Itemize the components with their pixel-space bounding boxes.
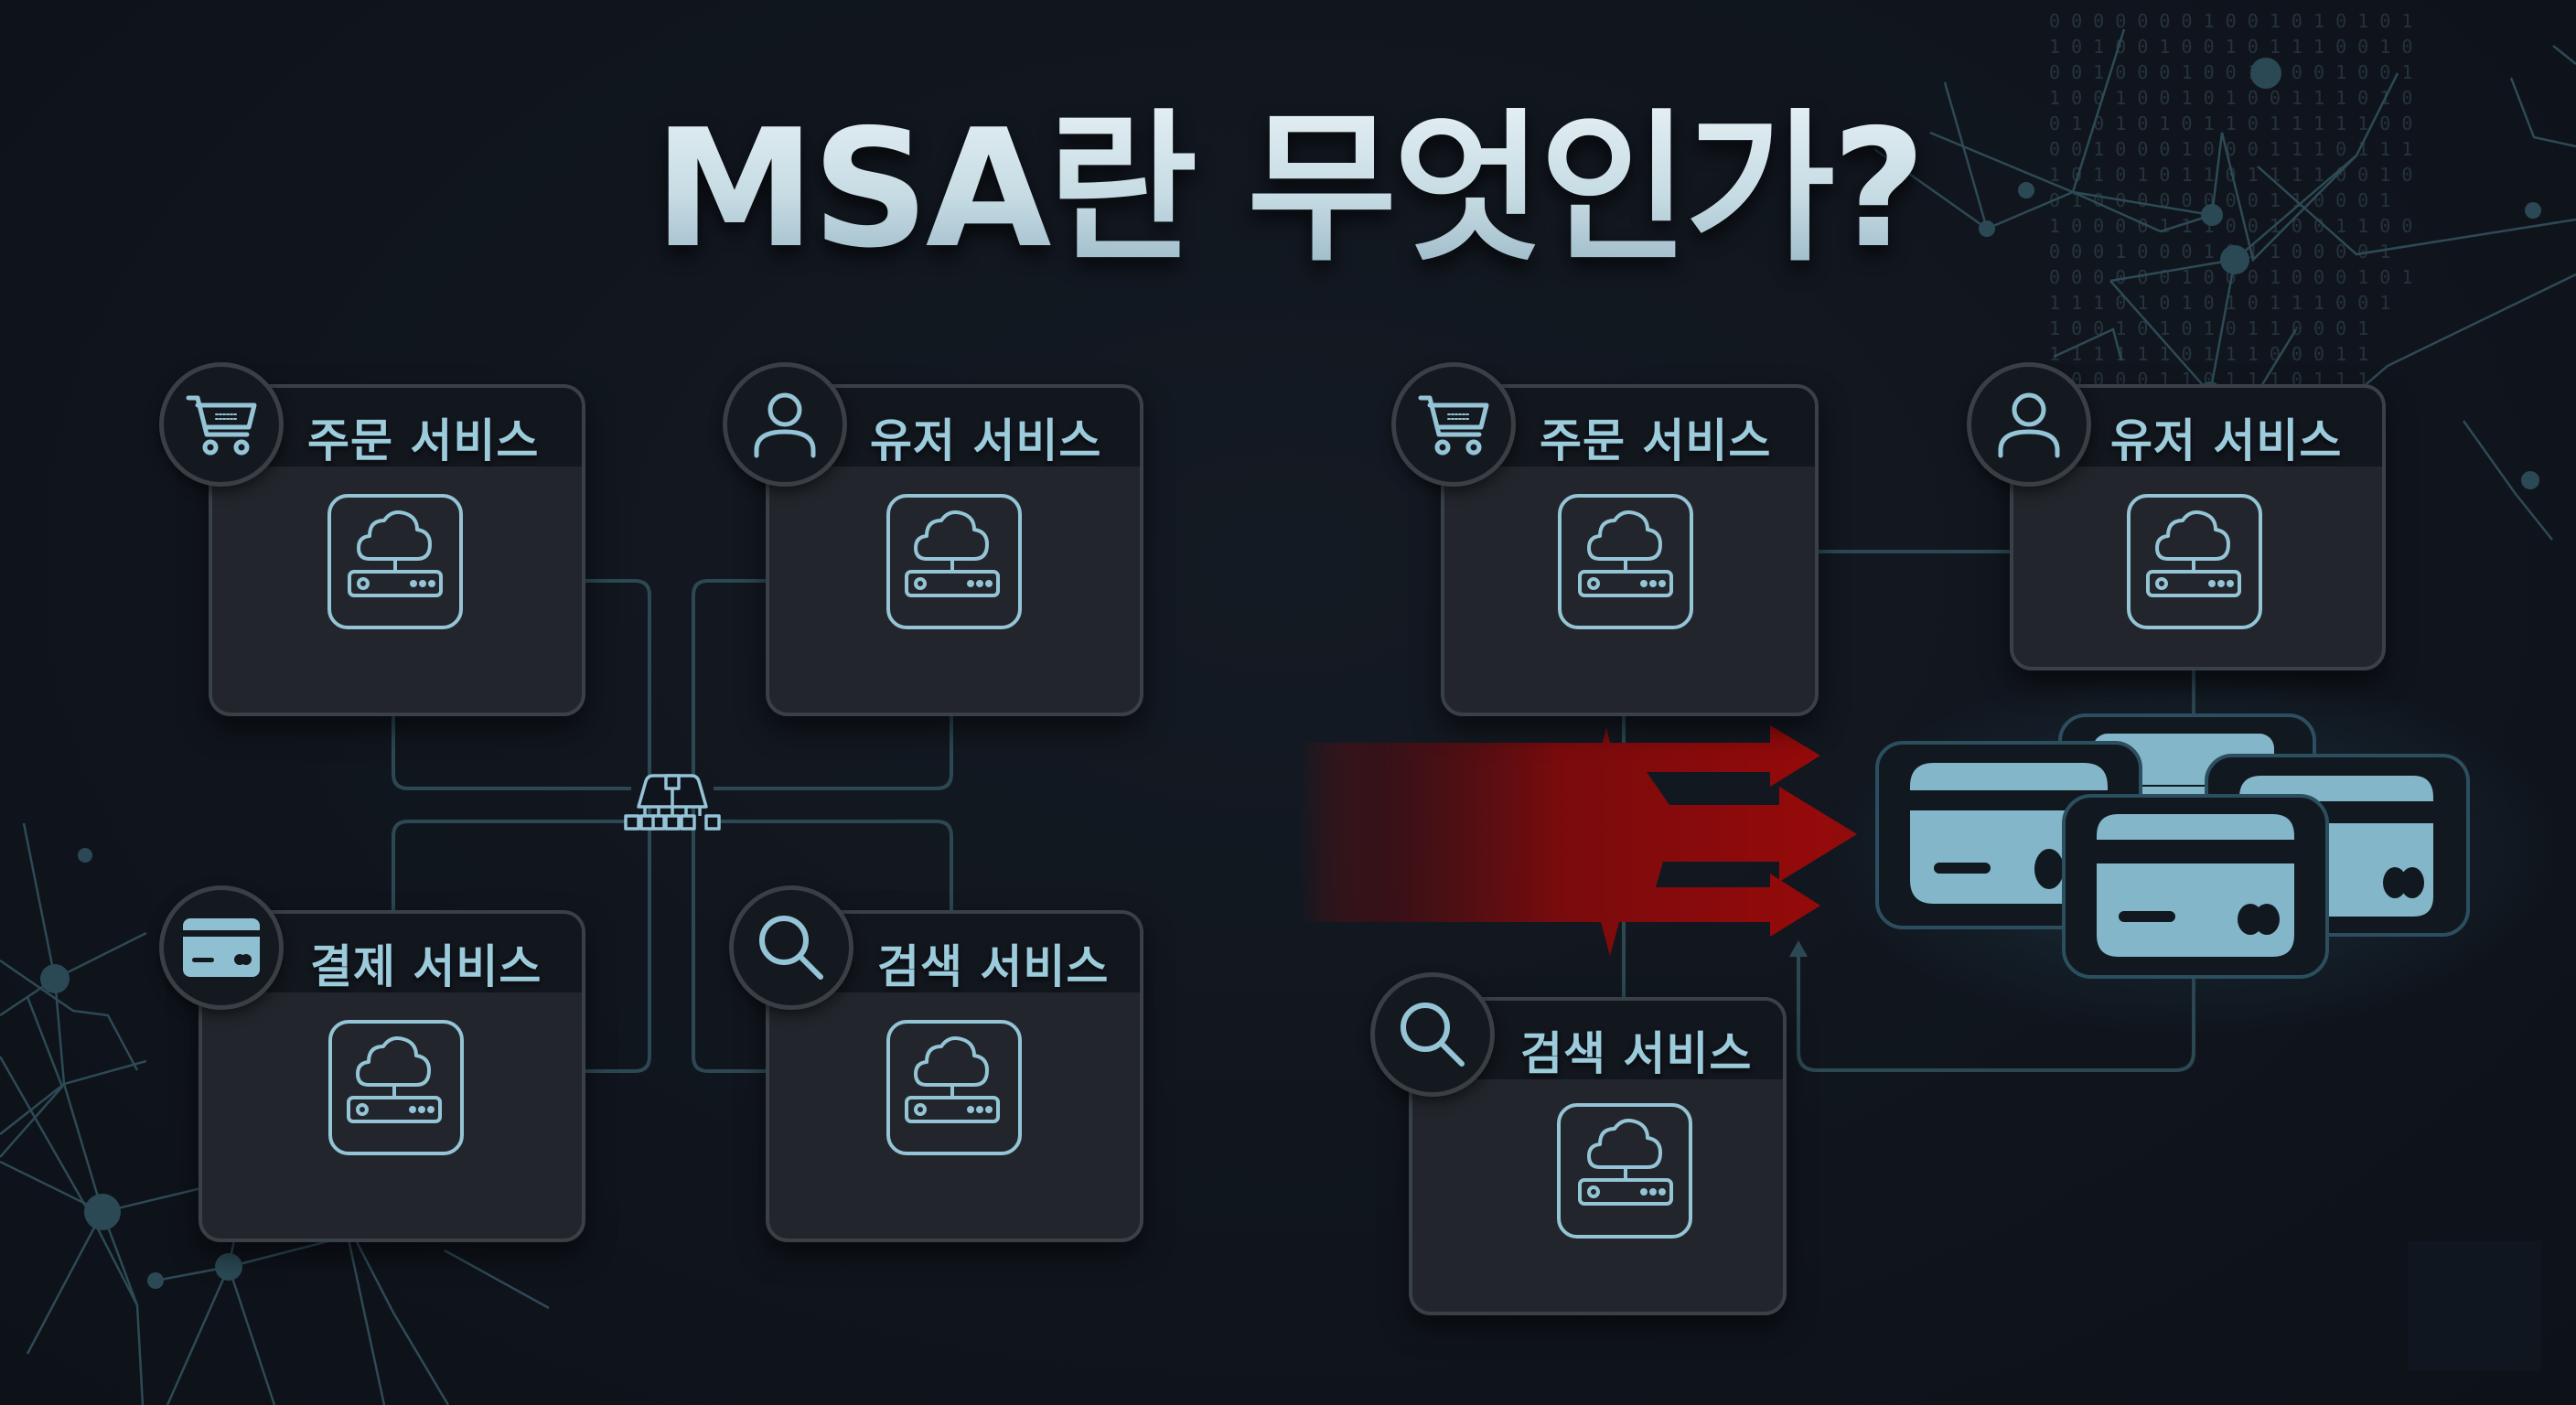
shopping-cart-icon (1418, 395, 1489, 456)
order-icon-badge-right (1391, 362, 1516, 487)
svg-text:1 0 1 0 0 1 0 0 1 0 1 1: 1 0 1 0 0 1 0 0 1 0 1 1 1 0 0 1 0 (2049, 36, 2412, 58)
service-label: 유저 서비스 (2110, 414, 2343, 467)
shopping-cart-icon (186, 395, 257, 456)
svg-text:0 0 1 0 0 0 1 0 0 0 1 1: 0 0 1 0 0 0 1 0 0 0 1 1 1 0 1 1 1 (2049, 138, 2412, 160)
scaled-payment-instances (1830, 668, 2561, 1034)
search-icon-badge-left (729, 885, 853, 1010)
service-label: 주문 서비스 (307, 414, 540, 467)
user-icon (754, 392, 816, 458)
service-label: 주문 서비스 (1540, 414, 1772, 467)
service-label: 유저 서비스 (870, 414, 1102, 467)
search-icon (759, 916, 823, 980)
service-label: 결제 서비스 (310, 940, 542, 993)
cloud-server-icon (886, 494, 1022, 629)
payment-icon-badge (159, 885, 284, 1010)
svg-text:0 0 0 1 0 0 0 1 0 1 1: 0 0 0 1 0 0 0 1 0 1 1 0 0 0 0 1 (2049, 241, 2390, 263)
order-icon-badge (159, 362, 284, 487)
cloud-server-icon (1557, 1103, 1692, 1239)
svg-text:1 0 0 0 0 1 1 1 0 0 1 0: 1 0 0 0 0 1 1 1 0 0 1 0 0 1 1 0 0 (2049, 215, 2412, 237)
svg-text:1 1 1 0 1 0 1 0 1 0 1 1: 1 1 1 0 1 0 1 0 1 0 1 1 1 0 0 1 (2049, 292, 2390, 314)
user-icon-badge (723, 362, 847, 487)
cloud-server-icon (1558, 494, 1693, 629)
search-icon-badge-right (1370, 972, 1495, 1097)
cloud-server-icon (328, 1020, 464, 1155)
svg-text:1 0 0 1 0 0 1 0 1 0 0 1: 1 0 0 1 0 0 1 0 1 0 0 1 1 1 0 1 0 (2049, 87, 2412, 109)
search-icon (1401, 1003, 1465, 1067)
cloud-server-icon (327, 494, 463, 629)
service-label: 검색 서비스 (1520, 1027, 1753, 1080)
cloud-server-icon (886, 1020, 1022, 1155)
service-label: 검색 서비스 (877, 940, 1110, 993)
user-icon-badge-right (1967, 362, 2091, 487)
svg-text:0 0 0 0 0 0 0 1 0 0 1 0: 0 0 0 0 0 0 0 1 0 0 1 0 1 0 1 0 1 (2049, 10, 2412, 32)
svg-text:1 0 0 1 0 1 0 1 0 1 1: 1 0 0 1 0 1 0 1 0 1 1 0 0 0 1 (2049, 317, 2368, 339)
credit-card-icon (183, 918, 260, 977)
user-icon (1998, 392, 2060, 458)
cloud-server-icon (2127, 494, 2262, 629)
svg-text:0 1 0 1 0 1 0 1 1 0 1 1: 0 1 0 1 0 1 0 1 1 0 1 1 1 1 1 0 0 (2049, 113, 2412, 134)
svg-text:1 1 1 1 1 1 0 1 1 1 0: 1 1 1 1 1 1 0 1 1 1 0 0 0 1 1 (2049, 343, 2368, 365)
network-hub-icon (622, 772, 723, 834)
page-title: MSA란 무엇인가? (0, 108, 2576, 271)
